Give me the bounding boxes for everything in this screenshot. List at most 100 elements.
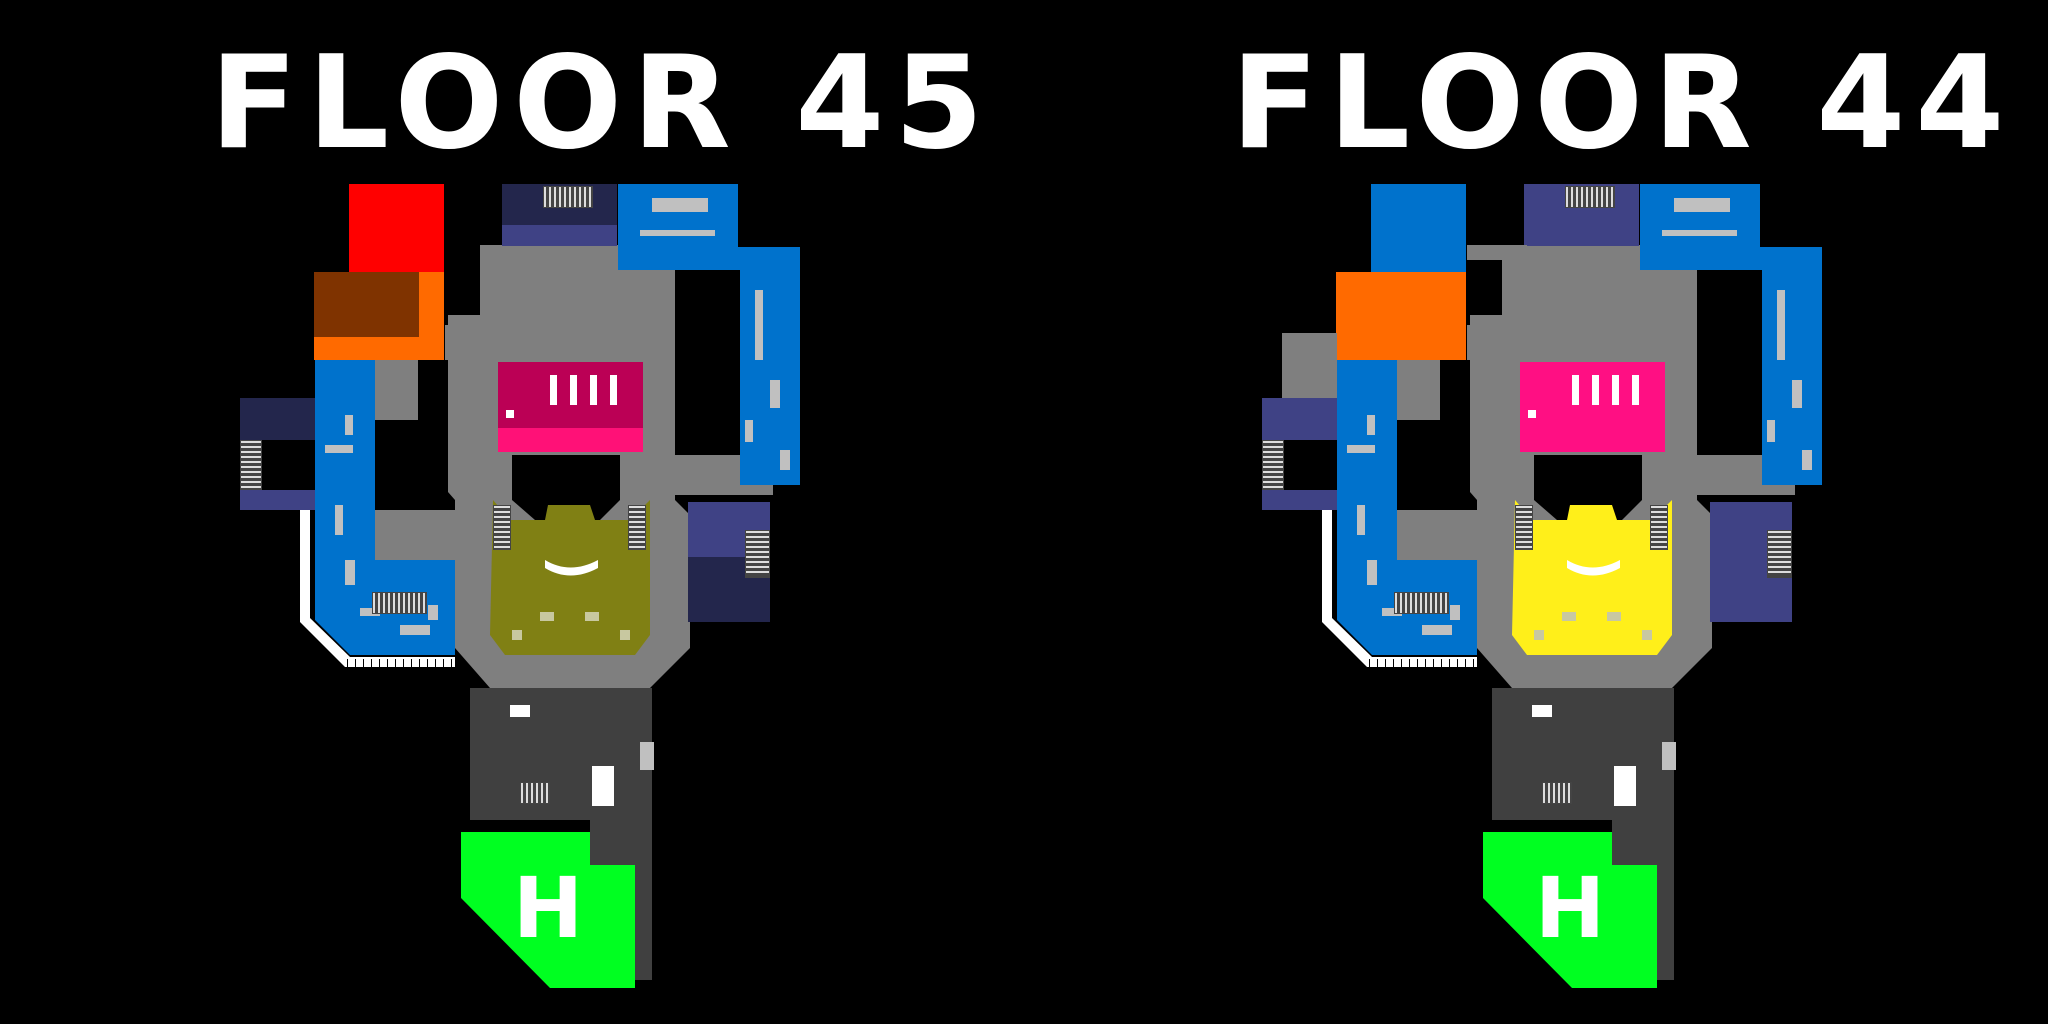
brown-room <box>314 272 419 337</box>
lobby-window <box>640 742 654 770</box>
balcony-tick <box>379 659 380 667</box>
west-stairs <box>1262 440 1284 490</box>
floorplan-45: H <box>240 184 800 988</box>
center-room-column <box>1572 375 1579 405</box>
balcony-tick <box>355 659 356 667</box>
balcony-tick <box>395 659 396 667</box>
nw-connector <box>1467 325 1517 360</box>
furniture <box>1792 380 1802 408</box>
brown-room <box>1336 272 1441 337</box>
north-east-blue <box>1640 184 1822 485</box>
balcony-tick <box>1385 659 1386 667</box>
center-room-marker <box>1528 410 1536 418</box>
furniture <box>1607 612 1621 621</box>
floor-45-title: FLOOR 45 <box>210 29 994 178</box>
furniture <box>1802 450 1812 470</box>
west-tower-band <box>1262 490 1337 510</box>
furniture <box>1767 420 1775 442</box>
helipad <box>1483 832 1657 988</box>
center-room-column <box>610 375 617 405</box>
furniture <box>585 612 599 621</box>
balcony-tick <box>371 659 372 667</box>
top-center-band <box>1524 225 1639 246</box>
west-stairs <box>240 440 262 490</box>
east-spine <box>660 265 675 465</box>
center-room-column <box>1612 375 1619 405</box>
furniture <box>1347 445 1375 453</box>
nw-connector <box>445 325 495 360</box>
atrium <box>1512 500 1672 655</box>
furniture <box>1534 630 1544 640</box>
balcony-tick <box>347 659 348 667</box>
balcony-tick <box>1409 659 1410 667</box>
furniture <box>1662 230 1737 236</box>
furniture <box>1422 625 1452 635</box>
top-center-stairs <box>1565 186 1615 208</box>
balcony-tick <box>1473 659 1474 667</box>
east-stairs <box>1767 530 1792 578</box>
east-spine <box>1682 265 1697 465</box>
balcony-tick <box>1369 659 1370 667</box>
furniture <box>400 625 430 635</box>
top-center-band <box>502 225 617 246</box>
lobby-window <box>1662 742 1676 770</box>
center-room-accent <box>498 428 643 452</box>
west-tower-void <box>1284 440 1337 490</box>
north-stub <box>1467 245 1527 260</box>
furniture <box>640 230 715 236</box>
balcony-tick <box>411 659 412 667</box>
balcony-tick <box>1425 659 1426 667</box>
lobby-pillar <box>592 766 614 806</box>
balcony-tick <box>1465 659 1466 667</box>
lobby-counter <box>1532 705 1552 717</box>
center-room-column <box>1632 375 1639 405</box>
atrium-stairs-right <box>1650 505 1668 550</box>
atrium-stairs-left <box>1515 505 1533 550</box>
helipad <box>461 832 635 988</box>
center-room-column <box>590 375 597 405</box>
furniture <box>345 560 355 585</box>
floorplan-44: H <box>1262 184 1822 988</box>
helipad-label: H <box>1535 859 1605 957</box>
furniture <box>1674 198 1730 212</box>
northwest-corridor <box>1282 333 1337 398</box>
furniture <box>780 450 790 470</box>
furniture <box>428 605 438 620</box>
balcony-tick <box>419 659 420 667</box>
center-room-column <box>570 375 577 405</box>
furniture <box>1562 612 1576 621</box>
balcony-tick <box>1393 659 1394 667</box>
atrium-void <box>1534 455 1642 520</box>
furniture <box>1777 290 1785 360</box>
center-room-marker <box>506 410 514 418</box>
west-wing-stairs <box>372 592 427 614</box>
floor-45-map[interactable]: H <box>0 0 1022 1024</box>
top-center-stairs <box>543 186 593 208</box>
center-room-accent <box>1520 428 1665 452</box>
atrium <box>490 500 650 655</box>
furniture <box>360 608 380 616</box>
balcony-tick <box>403 659 404 667</box>
west-wing-stairs <box>1394 592 1449 614</box>
furniture <box>1367 560 1377 585</box>
balcony-tick <box>1401 659 1402 667</box>
furniture <box>745 420 753 442</box>
atrium-stairs-right <box>628 505 646 550</box>
balcony-tick <box>387 659 388 667</box>
atrium-stairs-left <box>493 505 511 550</box>
south-lobby <box>1487 688 1674 980</box>
furniture <box>512 630 522 640</box>
furniture <box>1357 505 1365 535</box>
balcony-tick <box>363 659 364 667</box>
lobby-counter <box>510 705 530 717</box>
balcony-tick <box>451 659 452 667</box>
atrium-bar <box>545 560 598 576</box>
balcony-tick <box>1433 659 1434 667</box>
floor-44-map[interactable]: H <box>1022 0 2048 1024</box>
furniture <box>652 198 708 212</box>
balcony-tick <box>1457 659 1458 667</box>
balcony-tick <box>1417 659 1418 667</box>
furniture <box>335 505 343 535</box>
lobby-stairs <box>520 782 550 804</box>
lobby-pillar <box>1614 766 1636 806</box>
